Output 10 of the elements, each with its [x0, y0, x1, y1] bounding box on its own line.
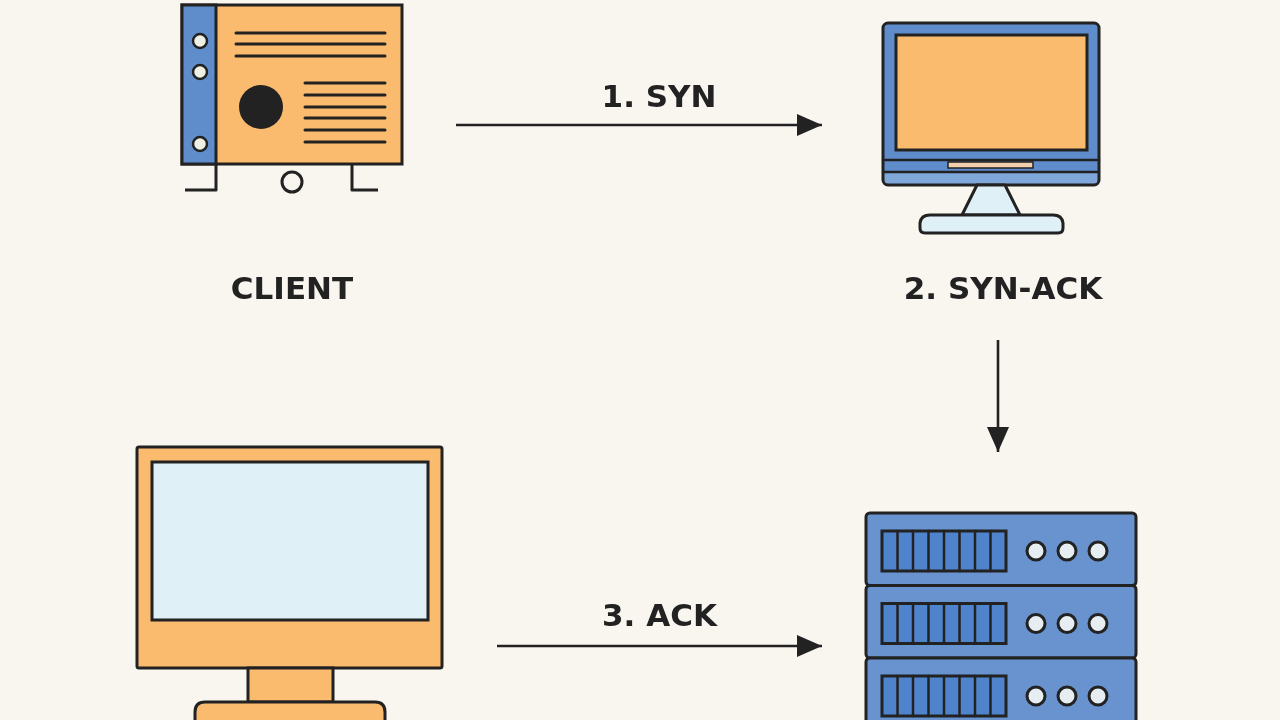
edge-label: 3. ACK — [602, 598, 717, 634]
arrow — [456, 114, 822, 136]
server-rack-drawing — [863, 510, 1140, 720]
monitor-drawing — [134, 444, 446, 720]
edge-label: 1. SYN — [601, 79, 717, 115]
node-caption: 2. SYN-ACK — [903, 271, 1103, 307]
arrow — [497, 635, 822, 657]
node-caption: CLIENT — [230, 271, 354, 307]
arrow — [987, 340, 1009, 452]
monitor-drawing — [880, 20, 1102, 236]
